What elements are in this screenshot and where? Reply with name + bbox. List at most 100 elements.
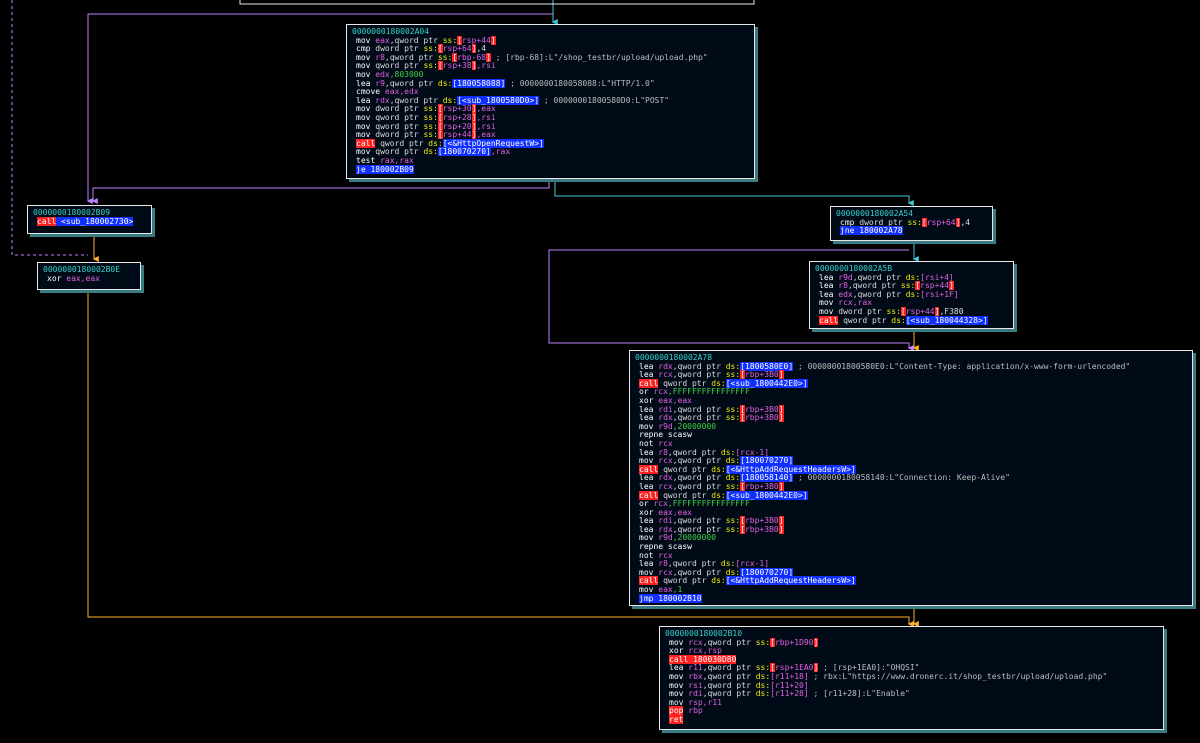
instruction-line[interactable]: call qword ptr ds:[<sub_1800442E0>]	[635, 490, 1187, 501]
instruction-token: ,qword ptr	[702, 689, 756, 699]
instruction-line[interactable]: call qword ptr ds:[<&HttpOpenRequestW>]	[352, 138, 749, 149]
instruction-line[interactable]: cmp dword ptr ss:[rsp+64],4	[836, 217, 987, 228]
block-address[interactable]: 0000000180002A54	[836, 209, 914, 218]
instruction-line[interactable]: jne 180002A78	[836, 226, 987, 236]
instruction-token: call	[819, 315, 839, 325]
instruction-line[interactable]: mov qword ptr ss:[rsp+28],rsi	[352, 112, 749, 123]
instruction-token: call	[37, 216, 57, 226]
instruction-line[interactable]: lea r11,qword ptr ss:[rsp+1EA0] ; [rsp+1…	[665, 663, 1158, 673]
instruction-line[interactable]: lea r8,qword ptr ds:[rcx-1]	[635, 448, 1187, 458]
instruction-line[interactable]: ret	[665, 714, 1158, 725]
instruction-line[interactable]: cmove eax,edx	[352, 87, 749, 97]
instruction-token: mov	[669, 671, 684, 681]
instruction-line[interactable]: mov r8,qword ptr ss:[rbp-68] ; [rbp-68]:…	[352, 52, 749, 63]
instruction-token: cmp	[840, 217, 855, 227]
instruction-token: [	[740, 481, 745, 491]
instruction-line[interactable]: pop rbp	[665, 706, 1158, 716]
instruction-token: mov	[356, 104, 371, 114]
instruction-line[interactable]: lea r8,qword ptr ds:[rcx-1]	[635, 559, 1187, 569]
instruction-line[interactable]: lea rdi,qword ptr ss:[rbp+3B0]	[635, 404, 1187, 415]
instruction-token: 180030D80	[688, 654, 737, 664]
block-address[interactable]: 0000000180002A04	[352, 27, 430, 36]
instruction-token: ; 0000000180058140:L"Connection: Keep-Al…	[793, 473, 1010, 483]
instruction-token: [<&HttpOpenRequestW>]	[442, 138, 544, 148]
instruction-line[interactable]: not rcx	[635, 439, 1187, 449]
instruction-line[interactable]: lea rcx,qword ptr ss:[rbp+3B0]	[635, 481, 1187, 492]
instruction-line[interactable]: call qword ptr ds:[<&HttpAddRequestHeade…	[635, 464, 1187, 475]
instruction-line[interactable]: test rax,rax	[352, 156, 749, 166]
instruction-token: ,qword ptr	[672, 481, 726, 491]
instruction-token: ; 0000000180058088:L"HTTP/1.0"	[505, 78, 655, 88]
instruction-line[interactable]: call qword ptr ds:[<sub_180044328>]	[815, 315, 1008, 326]
instruction-line[interactable]: mov r9d,20000000	[635, 534, 1187, 543]
instruction-line[interactable]: lea rdx,qword ptr ds:[1800580E0] ; 00000…	[635, 361, 1187, 372]
instruction-line[interactable]: lea rcx,qword ptr ss:[rbp+3B0]	[635, 370, 1187, 380]
instruction-line[interactable]: lea edx,qword ptr ds:[rsi+1F]	[815, 290, 1008, 300]
instruction-line[interactable]: xor eax,eax	[43, 274, 135, 284]
instruction-token: r9d	[653, 421, 673, 431]
instruction-line[interactable]: mov rcx,rax	[815, 299, 1008, 308]
instruction-token: ss:	[886, 306, 901, 316]
instruction-token: ,FFFFFFFFFFFFFFFF	[667, 387, 750, 397]
instruction-line[interactable]: not rcx	[635, 551, 1187, 561]
instruction-line[interactable]: mov eax,qword ptr ss:[rsp+44]	[352, 35, 749, 46]
instruction-line[interactable]: mov rcx,qword ptr ds:[180070270]	[635, 456, 1187, 466]
instruction-line[interactable]: mov dword ptr ss:[rsp+44],eax	[352, 130, 749, 140]
instruction-line[interactable]: lea r9,qword ptr ds:[180058088] ; 000000…	[352, 78, 749, 89]
block-address[interactable]: 0000000180002B0E	[43, 265, 121, 274]
instruction-line[interactable]: xor eax,eax	[635, 508, 1187, 518]
instruction-line[interactable]: mov r9d,20000000	[635, 421, 1187, 432]
instruction-line[interactable]: lea r8,qword ptr ss:[rsp+44]	[815, 281, 1008, 291]
block-address[interactable]: 0000000180002A78	[635, 353, 713, 362]
instruction-token: ss:	[423, 61, 438, 71]
instruction-token: qword ptr	[370, 121, 424, 131]
instruction-line[interactable]: call qword ptr ds:[<sub_1800442E0>]	[635, 378, 1187, 389]
instruction-token: <sub_180002730>	[56, 216, 134, 226]
instruction-line[interactable]: lea rdx,qword ptr ss:[rbp+3B0]	[635, 524, 1187, 535]
instruction-token: ,qword ptr	[389, 35, 443, 45]
instruction-line[interactable]: je 180002B09	[352, 164, 749, 175]
instruction-line[interactable]: xor eax,eax	[635, 396, 1187, 406]
instruction-line[interactable]: repne scasw	[635, 542, 1187, 552]
instruction-line[interactable]: xor rcx,rsp	[665, 646, 1158, 656]
instruction-line[interactable]: lea rdx,qword ptr ds:[180058140] ; 00000…	[635, 473, 1187, 483]
instruction-line[interactable]: jmp 180002B10	[635, 593, 1187, 604]
instruction-line[interactable]: call qword ptr ds:[<&HttpAddRequestHeade…	[635, 576, 1187, 586]
instruction-line[interactable]: mov edx,803000	[352, 70, 749, 80]
instruction-line[interactable]: mov dword ptr ss:[rsp+30],eax	[352, 104, 749, 114]
block-address[interactable]: 0000000180002A5B	[815, 264, 893, 273]
instruction-line[interactable]: or rcx,FFFFFFFFFFFFFFFF	[635, 388, 1187, 397]
block-address[interactable]: 0000000180002B09	[33, 208, 111, 217]
instruction-line[interactable]: call 180030D80	[665, 654, 1158, 665]
instruction-line[interactable]: lea rdi,qword ptr ss:[rbp+3B0]	[635, 516, 1187, 526]
instruction-token: cmove	[356, 87, 381, 97]
instruction-line[interactable]: mov dword ptr ss:[rsp+44],F380	[815, 306, 1008, 317]
instruction-line[interactable]: mov qword ptr ss:[rsp+38],rsi	[352, 61, 749, 71]
instruction-line[interactable]: mov rbx,qword ptr ds:[r11+18] ; rbx:L"ht…	[665, 671, 1158, 682]
instruction-line[interactable]: lea r9d,qword ptr ds:[rsi+4]	[815, 273, 1008, 283]
instruction-line[interactable]: mov rcx,qword ptr ds:[180070270]	[635, 567, 1187, 578]
instruction-line[interactable]: mov qword ptr ss:[rsp+20],rsi	[352, 121, 749, 132]
instruction-line[interactable]: cmp dword ptr ss:[rsp+64],4	[352, 44, 749, 54]
instruction-line[interactable]: mov rcx,qword ptr ss:[rbp+1D90]	[665, 637, 1158, 648]
instruction-token: rdx	[653, 473, 673, 483]
instruction-line[interactable]: or rcx,FFFFFFFFFFFFFFFF	[635, 499, 1187, 509]
instruction-line[interactable]: mov rsp,r11	[665, 698, 1158, 708]
instruction-line[interactable]: lea rdx,qword ptr ds:[<sub_1800580D0>] ;…	[352, 95, 749, 106]
instruction-line[interactable]: mov rsi,qword ptr ds:[r11+20]	[665, 681, 1158, 691]
instruction-line[interactable]: lea rdx,qword ptr ss:[rbp+3B0]	[635, 413, 1187, 423]
instruction-line[interactable]: mov eax,1	[635, 585, 1187, 595]
instruction-line[interactable]: mov rdi,qword ptr ds:[r11+28] ; [r11+28]…	[665, 689, 1158, 699]
instruction-token: ; rbx:L"https://www.dronerc.it/shop_test…	[808, 671, 1108, 681]
instruction-line[interactable]: mov qword ptr ds:[180070270],rax	[352, 147, 749, 157]
block-address[interactable]: 0000000180002B10	[665, 629, 743, 638]
instruction-line[interactable]: repne scasw	[635, 431, 1187, 440]
instruction-line[interactable]: call <sub_180002730>	[33, 216, 146, 227]
